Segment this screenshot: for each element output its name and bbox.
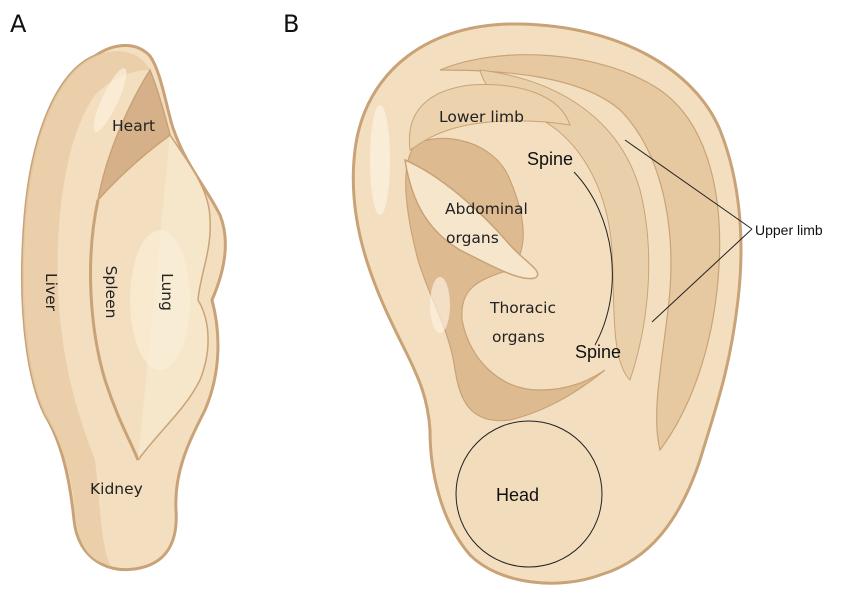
label-abdominal-line1: Abdominal — [445, 200, 528, 218]
label-spleen: Spleen — [102, 266, 120, 319]
panel-a-letter: A — [10, 10, 27, 38]
label-kidney: Kidney — [90, 480, 143, 498]
ear-b-highlight-lobe — [430, 277, 450, 333]
label-liver: Liver — [42, 273, 60, 312]
label-upper-limb: Upper limb — [755, 222, 823, 238]
label-thoracic-line2: organs — [492, 328, 545, 346]
label-heart: Heart — [112, 117, 155, 135]
label-spine-lower: Spine — [575, 342, 621, 362]
panel-a: A Heart Liver Spleen Lung Kidney — [10, 10, 225, 570]
ear-b-highlight-left — [370, 105, 390, 215]
label-thoracic-line1: Thoracic — [489, 299, 556, 317]
panel-b-letter: B — [283, 10, 299, 38]
panel-b: B Lower limb Spine Abdominal organs Thor… — [283, 10, 823, 583]
label-head: Head — [496, 485, 539, 505]
label-lower-limb: Lower limb — [439, 108, 524, 126]
label-lung: Lung — [158, 273, 176, 311]
label-spine-upper: Spine — [527, 149, 573, 169]
label-abdominal-line2: organs — [446, 229, 499, 247]
